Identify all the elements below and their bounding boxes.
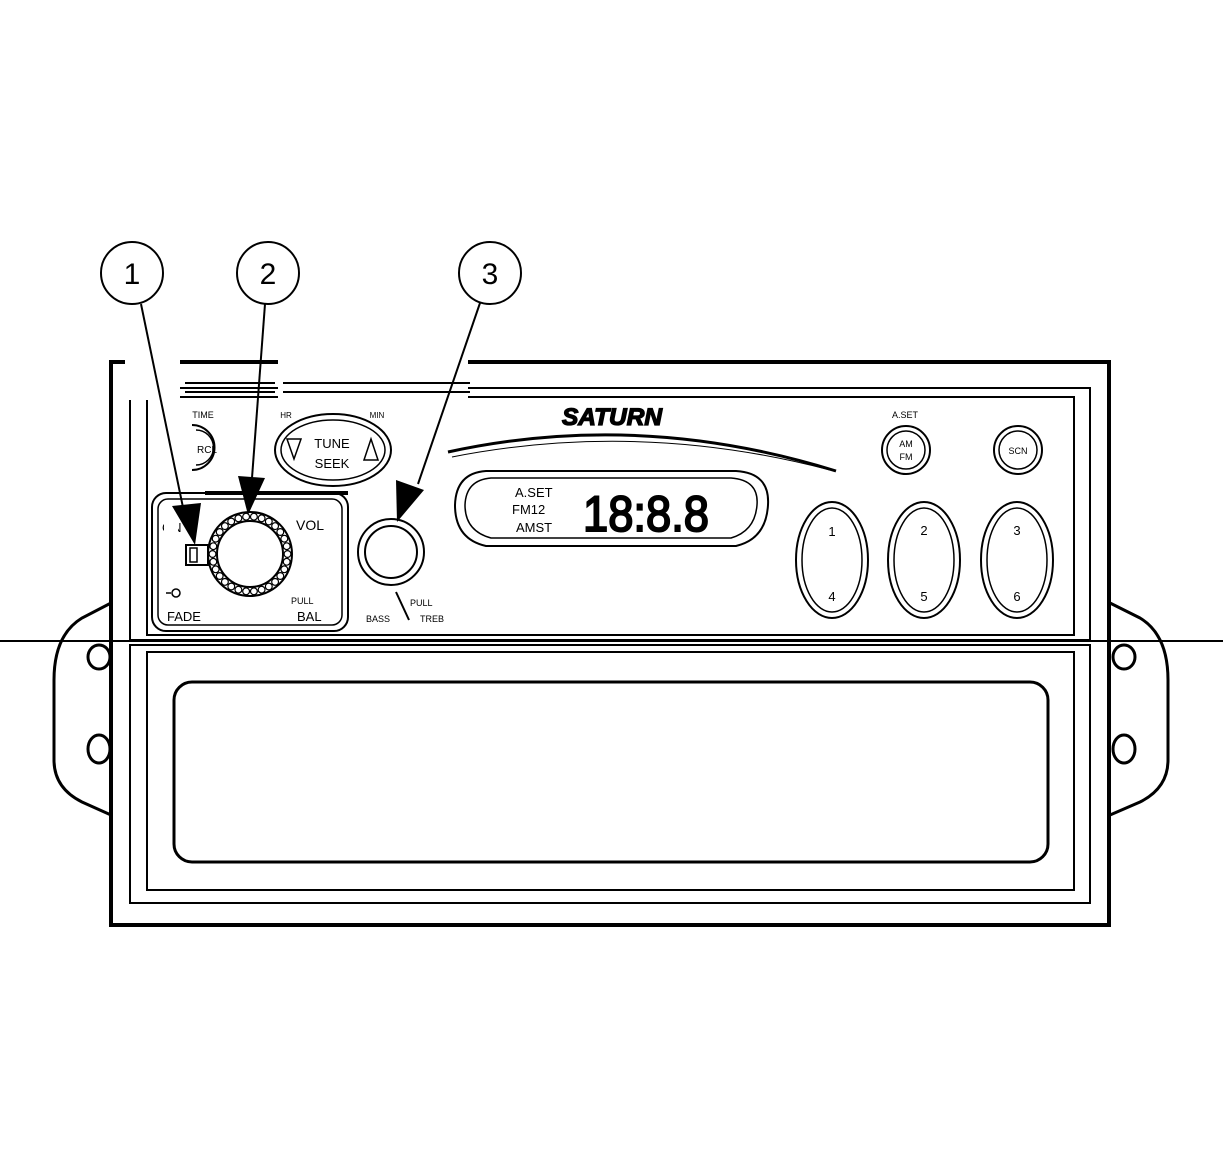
knob-tooth [215,571,224,580]
preset-4-label: 4 [828,589,835,604]
left-mounting-bracket [52,601,112,817]
callout-3: 3 [396,241,522,522]
knob-tooth [271,522,280,531]
time-label: TIME [192,410,214,420]
treb-label: TREB [420,614,444,624]
hr-label: HR [280,411,292,420]
knob-tooth [282,542,291,551]
seek-label: SEEK [315,456,350,471]
knob-tooth [271,577,280,586]
knob-tooth [264,517,273,526]
knob-tooth [211,565,220,574]
knob-tooth [257,585,266,594]
volume-panel: ON VOL FADE PULL BAL [151,491,349,632]
fm-label: FM [900,452,913,462]
tune-label: TUNE [314,436,350,451]
knob-tooth [220,577,229,586]
knob-tooth [280,565,289,574]
display-digits: 18:8.8 [583,486,709,542]
callout-2-number: 2 [260,258,277,291]
preset-5-label: 5 [920,589,927,604]
am-label: AM [899,439,913,449]
brand-swoosh-inner [451,440,831,471]
tune-down-icon[interactable] [285,438,303,462]
pull-treb-label: PULL [410,598,433,608]
radio-housing [0,360,1223,927]
knob-tooth [220,522,229,531]
preset-button-2-5[interactable]: 2 5 [887,501,961,619]
callout-3-number: 3 [482,258,499,291]
display-aset: A.SET [515,485,553,500]
knob-tooth [234,514,243,523]
pull-bal-label: PULL [291,596,314,606]
display-fm12: FM12 [512,502,545,517]
knob-tooth [242,587,251,596]
am-fm-button[interactable]: AM FM [881,425,931,475]
knob-tooth [257,514,266,523]
knob-tooth [215,527,224,536]
knob-teeth [208,512,292,596]
display-amst: AMST [516,520,552,535]
rcl-button[interactable]: RCL [191,424,217,471]
preset-button-3-6[interactable]: 3 6 [980,501,1054,619]
tune-seek-rocker[interactable]: TUNE SEEK [274,413,392,487]
housing-gap [125,355,468,400]
knob-tooth [264,582,273,591]
knob-tooth [242,512,251,521]
callout-1-number: 1 [124,258,141,291]
knob-tooth [276,527,285,536]
tune-up-icon[interactable] [362,436,380,461]
knob-tooth [249,512,258,521]
vol-label: VOL [296,517,324,533]
knob-tooth [209,557,218,566]
knob-tooth [234,585,243,594]
knob-tooth [280,534,289,543]
brand-swoosh [447,433,837,473]
right-mounting-bracket [1109,601,1170,817]
bal-label: BAL [297,609,322,624]
preset-2-label: 2 [920,523,927,538]
knob-tooth [283,549,292,558]
on-off-switch[interactable] [185,544,209,566]
knob-tooth [209,542,218,551]
knob-tooth [227,582,236,591]
display-window: A.SET FM12 AMST 18:8.8 [453,470,770,547]
callout-2: 2 [236,241,300,515]
aset-top-label: A.SET [892,410,919,420]
bass-label: BASS [366,614,390,624]
knob-tooth [227,517,236,526]
preset-1-label: 1 [828,524,835,539]
fade-icon [166,588,181,598]
decorative-lines [185,382,470,393]
preset-6-label: 6 [1013,589,1020,604]
knob-tooth [211,534,220,543]
brand-logo: SATURN [562,404,663,431]
volume-knob[interactable] [207,511,293,597]
knob-tooth [249,587,258,596]
knob-tooth [208,549,217,558]
knob-tooth [276,571,285,580]
bass-treble-indicator [395,591,410,621]
rcl-label: RCL [197,445,217,456]
fade-label: FADE [167,609,201,624]
scn-label: SCN [1008,446,1027,456]
min-label: MIN [370,411,385,420]
preset-3-label: 3 [1013,523,1020,538]
preset-button-1-4[interactable]: 1 4 [795,501,869,619]
bass-treble-knob[interactable] [357,518,425,586]
callout-1: 1 [100,241,201,545]
knob-tooth [282,557,291,566]
scan-button[interactable]: SCN [993,425,1043,475]
